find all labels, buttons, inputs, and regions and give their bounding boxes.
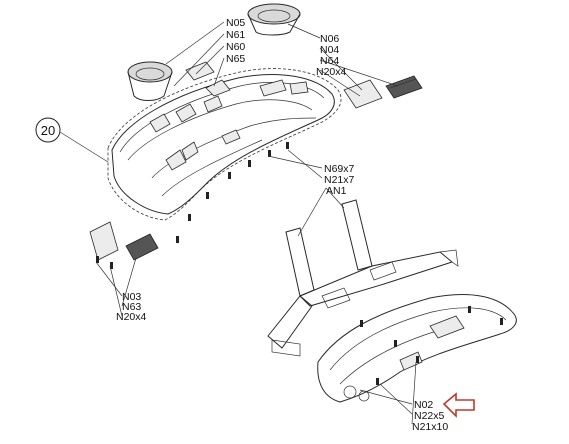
- label-group-middle: N69x7 N21x7 AN1: [324, 163, 355, 197]
- part-label: N20x4: [316, 66, 347, 78]
- lower-bumper: [317, 294, 517, 403]
- part-label: N21x7: [324, 174, 355, 186]
- part-label: N61: [226, 29, 245, 41]
- part-label: N63: [122, 301, 141, 313]
- right-switch-panel: [385, 75, 423, 99]
- part-label: N60: [226, 41, 245, 53]
- part-label: N69x7: [324, 163, 355, 175]
- right-cover-plate: [343, 79, 383, 109]
- label-group-top-left: N05 N61 N60 N65: [226, 17, 245, 65]
- label-group-left-bottom: N03 N63 N20x4: [116, 291, 147, 323]
- part-label: N03: [122, 291, 141, 303]
- part-label: N20x4: [116, 311, 147, 323]
- part-label: N06: [320, 33, 339, 45]
- part-label: N22x5: [414, 410, 445, 422]
- label-group-top-right: N06 N04 N64 N20x4: [316, 33, 347, 78]
- left-cover-plate: [89, 221, 119, 261]
- part-label: N04: [320, 44, 339, 56]
- part-label: N21x10: [412, 421, 448, 433]
- callout-number: 20: [41, 123, 55, 138]
- part-label: N02: [414, 399, 433, 411]
- part-label: N05: [226, 17, 245, 29]
- leader-lines: [59, 21, 417, 425]
- small-cover-part: [185, 61, 231, 97]
- label-group-bottom-right: N02 N22x5 N21x10: [412, 399, 448, 433]
- part-label: N64: [320, 55, 339, 67]
- highlight-arrow: [442, 392, 475, 418]
- cup-holder-left: [127, 61, 173, 101]
- screw-set-upper: [96, 142, 289, 269]
- part-label: N65: [226, 53, 245, 65]
- left-switch-panel: [125, 233, 159, 261]
- part-label: AN1: [326, 185, 347, 197]
- support-frame: [267, 199, 459, 357]
- screw-set-lower: [360, 306, 503, 385]
- cup-holder-right: [247, 3, 301, 36]
- callout-circle: 20: [35, 117, 61, 143]
